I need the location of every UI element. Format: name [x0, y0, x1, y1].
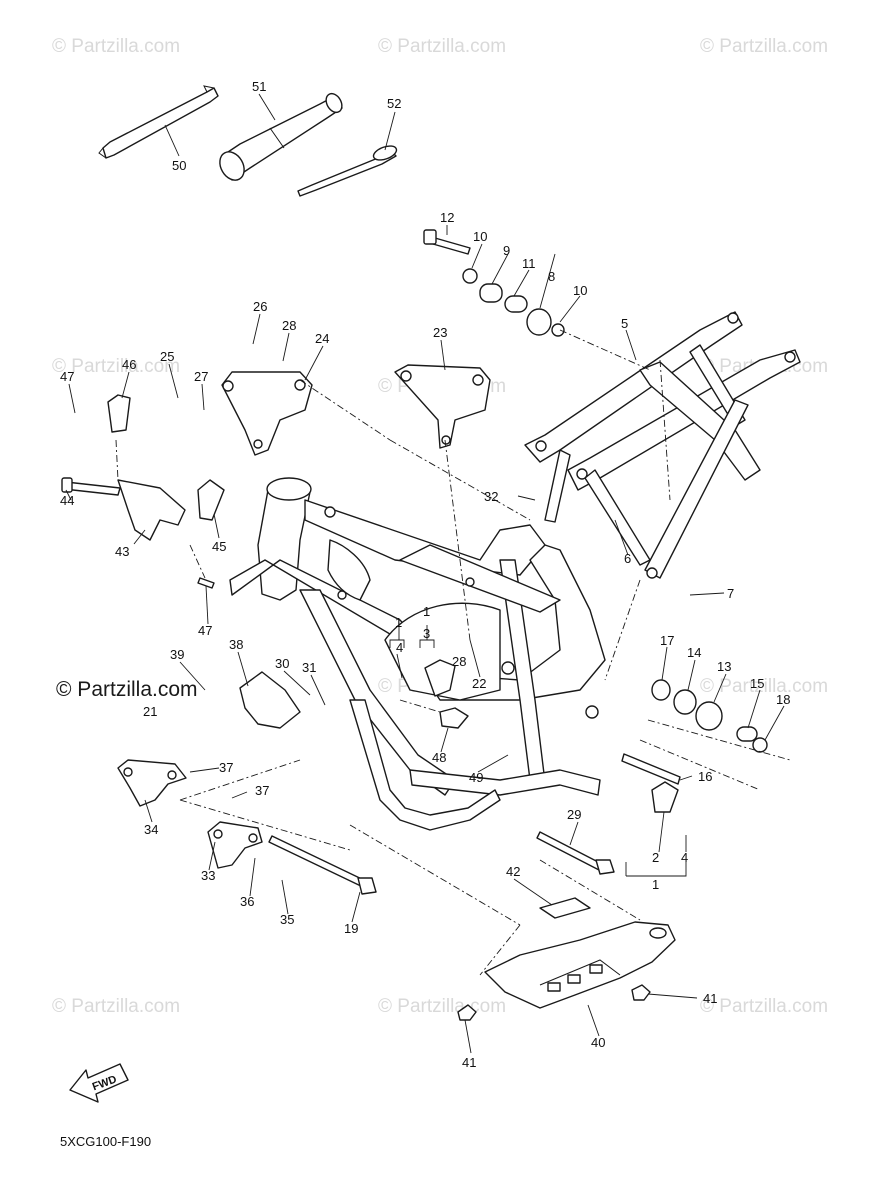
callout-41-right: 41 — [703, 991, 717, 1006]
leader-lines — [65, 93, 785, 1054]
watermark-lower-right: © Partzilla.com — [700, 676, 828, 697]
callout-16: 16 — [698, 769, 712, 784]
front-mount-bracket-33 — [207, 821, 263, 869]
watermark-top-left: © Partzilla.com — [52, 36, 180, 57]
callout-46: 46 — [122, 357, 136, 372]
callout-18: 18 — [776, 692, 790, 707]
tool-wrench — [98, 85, 219, 159]
callout-2: 2 — [652, 850, 659, 865]
callout-6: 6 — [624, 551, 631, 566]
watermark-bottom-left: © Partzilla.com — [52, 996, 180, 1017]
callout-27: 27 — [194, 369, 208, 384]
callout-22: 22 — [472, 676, 486, 691]
watermark-top-center: © Partzilla.com — [378, 36, 506, 57]
callout-39: 39 — [170, 647, 184, 662]
callout-37-lower: 37 — [255, 783, 269, 798]
callout-13: 13 — [717, 659, 731, 674]
callout-40: 40 — [591, 1035, 605, 1050]
watermark-bottom-center: © Partzilla.com — [378, 996, 506, 1017]
callout-32: 32 — [484, 489, 498, 504]
skid-bolts — [457, 984, 651, 1021]
callout-35: 35 — [280, 912, 294, 927]
callout-1-group-right: 1 — [423, 604, 430, 619]
callout-3: 3 — [423, 626, 430, 641]
sprocket-guard — [239, 671, 301, 729]
callout-51: 51 — [252, 79, 266, 94]
callout-48: 48 — [432, 750, 446, 765]
callout-44: 44 — [60, 493, 74, 508]
callout-21: 21 — [143, 704, 157, 719]
callout-31: 31 — [302, 660, 316, 675]
callout-8: 8 — [548, 269, 555, 284]
watermarks: © Partzilla.com © Partzilla.com © Partzi… — [52, 36, 828, 1017]
small-brackets — [424, 659, 679, 813]
watermark-mid-left: © Partzilla.com — [52, 356, 180, 377]
callout-7: 7 — [727, 586, 734, 601]
callout-1-group-left: 1 — [395, 615, 402, 630]
callout-42: 42 — [506, 864, 520, 879]
callout-24: 24 — [315, 331, 329, 346]
pivot-hardware — [423, 229, 565, 337]
callout-45: 45 — [212, 539, 226, 554]
front-mount-bracket-34 — [117, 759, 187, 807]
long-bolts — [268, 831, 615, 895]
skid-plate — [484, 897, 676, 1009]
watermark-bottom-right: © Partzilla.com — [700, 996, 828, 1017]
callout-numbers: 50 51 52 12 10 9 11 8 10 5 26 28 24 23 2… — [60, 79, 790, 1070]
footpeg-assembly — [61, 394, 225, 589]
callout-9: 9 — [503, 243, 510, 258]
callout-11: 11 — [522, 256, 536, 271]
callout-14: 14 — [687, 645, 701, 660]
callout-43: 43 — [115, 544, 129, 559]
rear-subframe — [524, 311, 801, 579]
watermark-top-right: © Partzilla.com — [700, 36, 828, 57]
callout-30: 30 — [275, 656, 289, 671]
callout-29: 29 — [567, 807, 581, 822]
callout-15: 15 — [750, 676, 764, 691]
diagram-code: 5XCG100-F190 — [60, 1134, 152, 1149]
fwd-arrow-icon: FWD — [69, 1063, 129, 1103]
engine-mount-bracket-23 — [394, 364, 491, 449]
callout-33: 33 — [201, 868, 215, 883]
callout-10-lower: 10 — [573, 283, 587, 298]
callout-26: 26 — [253, 299, 267, 314]
callout-23: 23 — [433, 325, 447, 340]
callout-17: 17 — [660, 633, 674, 648]
callout-4-lower: 4 — [681, 850, 688, 865]
callout-4-upper: 4 — [396, 640, 403, 655]
callout-12: 12 — [440, 210, 454, 225]
engine-mount-bracket-24 — [221, 371, 313, 456]
callout-28-lower: 28 — [452, 654, 466, 669]
callout-38: 38 — [229, 637, 243, 652]
callout-19: 19 — [344, 921, 358, 936]
callout-36: 36 — [240, 894, 254, 909]
callout-47-upper: 47 — [60, 369, 74, 384]
callout-5: 5 — [621, 316, 628, 331]
tool-hook-pin — [297, 145, 398, 197]
callout-47-lower: 47 — [198, 623, 212, 638]
watermark-logo-dark: © Partzilla.com — [56, 678, 198, 701]
callout-34: 34 — [144, 822, 158, 837]
callout-25: 25 — [160, 349, 174, 364]
callout-10-upper: 10 — [473, 229, 487, 244]
callout-28-upper: 28 — [282, 318, 296, 333]
callout-41-left: 41 — [462, 1055, 476, 1070]
main-frame — [229, 477, 606, 831]
callout-37-upper: 37 — [219, 760, 233, 775]
tool-socket-wrench — [219, 92, 343, 181]
rear-bushings — [621, 679, 768, 785]
callout-50: 50 — [172, 158, 186, 173]
alignment-lines — [115, 329, 791, 976]
callout-52: 52 — [387, 96, 401, 111]
callout-49: 49 — [469, 770, 483, 785]
callout-1: 1 — [652, 877, 659, 892]
